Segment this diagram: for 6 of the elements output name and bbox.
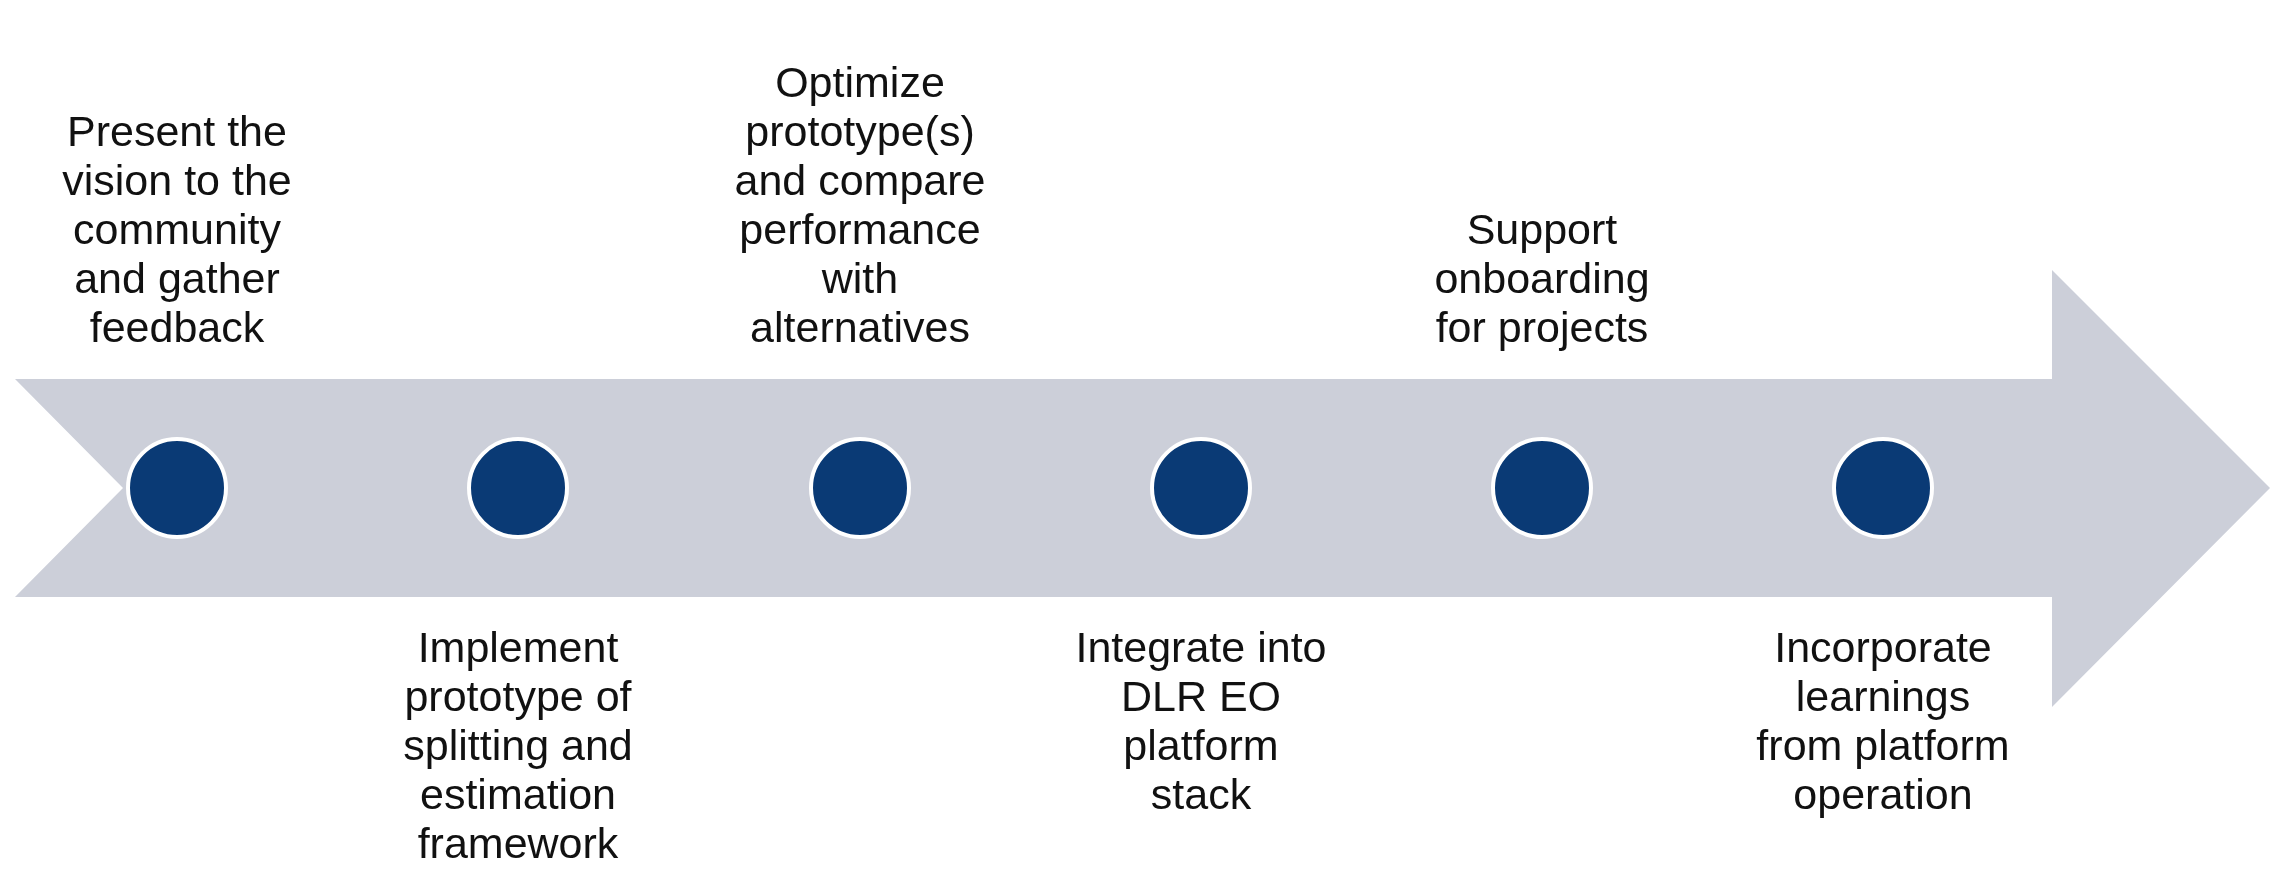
milestone-text: Integrate into DLR EO platform stack xyxy=(1074,623,1328,819)
milestone-text: Optimize prototype(s) and compare performance with alternatives xyxy=(733,58,987,352)
milestone-text: Support onboarding for projects xyxy=(1433,205,1651,352)
milestone-text: Present the vision to the community and gather feedback xyxy=(61,107,293,352)
milestone-text: Implement prototype of splitting and estimation framework xyxy=(402,623,634,868)
milestone-text: Incorporate learnings from platform operation xyxy=(1755,623,2011,819)
